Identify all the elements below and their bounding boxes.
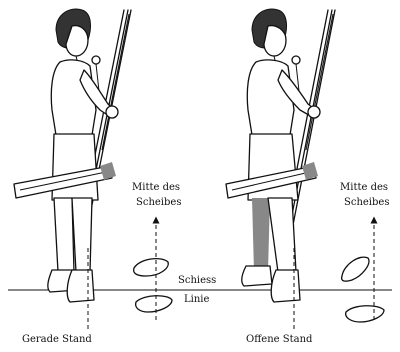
- target-direction-label-line1: Mitte des: [132, 182, 180, 193]
- archer-hand: [308, 106, 320, 118]
- footprint-right: [136, 296, 172, 312]
- shooting-line-label-bottom: Linie: [184, 294, 209, 305]
- archer-torso: [247, 60, 294, 135]
- archer-hand: [106, 106, 118, 118]
- archer-leg-back: [54, 198, 74, 272]
- archer-shorts: [52, 134, 98, 200]
- footprint-left: [134, 259, 169, 276]
- archer-head: [252, 9, 286, 64]
- target-direction-label-line2: Scheibes: [136, 197, 181, 208]
- archer-shoe-back: [242, 266, 272, 286]
- footprint-right: [346, 306, 384, 322]
- archer-leg-front: [268, 198, 296, 272]
- figure-gerade-stand: Mitte des Scheibes Gerade Stand: [14, 9, 181, 345]
- footprint-left: [342, 257, 369, 281]
- target-direction-label-line2: Scheibes: [344, 197, 389, 208]
- archer-shoe-front: [271, 270, 300, 302]
- figure-offene-stand: Mitte des Scheibes Offene Stand: [226, 9, 389, 345]
- archer-leg-front: [72, 198, 92, 272]
- figure-caption: Offene Stand: [246, 334, 313, 345]
- shooting-line-label-top: Schiess: [178, 275, 216, 286]
- figure-caption: Gerade Stand: [22, 334, 92, 345]
- archer-head: [56, 9, 90, 64]
- archer-leg-back: [252, 198, 270, 272]
- archer-shoe-front: [67, 270, 94, 302]
- target-direction-label-line1: Mitte des: [340, 182, 388, 193]
